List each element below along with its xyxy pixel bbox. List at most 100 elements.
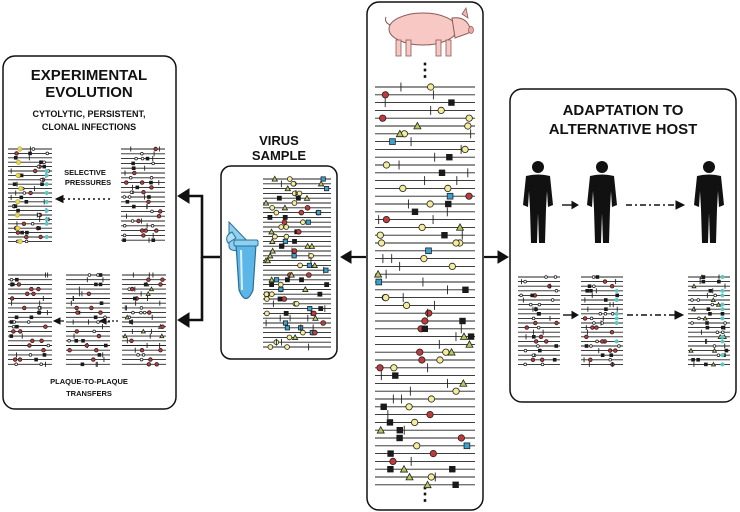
mutation-marker xyxy=(154,362,159,367)
mutation-marker xyxy=(141,233,146,238)
mutation-marker xyxy=(269,205,275,211)
mutation-marker xyxy=(306,262,313,268)
mutation-marker xyxy=(149,176,154,180)
mutation-marker xyxy=(288,271,295,278)
mutation-marker xyxy=(74,329,80,334)
plaque-transfers-line2: TRANSFERS xyxy=(66,389,112,398)
mutation-marker xyxy=(37,306,42,310)
selective-pressures-line1: SELECTIVE xyxy=(64,168,106,177)
mutation-marker xyxy=(17,357,23,362)
mutation-marker xyxy=(724,348,729,353)
mutation-marker xyxy=(720,353,725,358)
mutation-marker xyxy=(28,353,33,357)
mutation-marker xyxy=(554,320,559,326)
mutation-marker xyxy=(396,427,403,434)
mutation-marker xyxy=(150,224,155,228)
mutation-marker xyxy=(129,190,134,194)
mutation-marker xyxy=(316,210,322,216)
exp-seq-source xyxy=(121,146,165,243)
mutation-marker xyxy=(291,200,298,206)
mutation-marker xyxy=(311,261,319,268)
mutation-marker xyxy=(42,353,47,357)
mutation-marker xyxy=(413,121,422,130)
human-silhouette-icon xyxy=(587,161,617,243)
mutation-marker xyxy=(538,348,542,353)
mutation-marker xyxy=(15,324,19,329)
mutation-marker xyxy=(300,219,306,226)
mutation-marker xyxy=(96,333,102,339)
mutation-marker xyxy=(523,362,527,367)
mutation-marker xyxy=(10,282,15,287)
mutation-marker xyxy=(691,358,695,362)
mutation-marker xyxy=(160,324,165,329)
mutation-marker xyxy=(445,200,452,208)
mutation-marker xyxy=(146,362,152,367)
mutation-marker xyxy=(269,247,276,254)
human-head xyxy=(703,161,715,173)
mutation-marker xyxy=(159,333,165,339)
mutation-marker xyxy=(720,288,725,293)
mutation-marker xyxy=(720,362,725,367)
mutation-marker xyxy=(589,316,594,321)
mutation-marker xyxy=(462,286,469,293)
mutation-marker xyxy=(304,242,311,249)
mutation-marker xyxy=(720,275,725,279)
mutation-marker xyxy=(22,305,27,311)
mutation-marker xyxy=(273,277,280,283)
mutation-marker xyxy=(44,208,49,213)
mutation-marker xyxy=(720,307,725,312)
experimental-title-line2: EVOLUTION xyxy=(45,84,133,101)
exp-seq-plaque-1 xyxy=(122,272,166,367)
mutation-marker xyxy=(74,305,79,311)
selective-pressures-line2: PRESSURES xyxy=(65,178,111,187)
mutation-marker xyxy=(130,219,135,223)
mutation-marker xyxy=(452,481,459,488)
mutation-marker xyxy=(609,284,615,289)
mutation-marker xyxy=(390,364,398,372)
mutation-marker xyxy=(17,146,23,152)
mutation-marker xyxy=(37,310,42,315)
mutation-marker xyxy=(40,182,44,186)
mutation-marker xyxy=(284,185,292,192)
mutation-marker xyxy=(376,425,385,434)
mutation-marker xyxy=(12,320,16,324)
mutation-marker xyxy=(427,395,436,403)
mutation-marker xyxy=(712,344,717,348)
mutation-marker xyxy=(375,278,383,286)
mutation-marker xyxy=(281,204,289,211)
mutation-marker xyxy=(75,310,80,315)
mutation-marker xyxy=(278,286,284,292)
mutation-marker xyxy=(459,317,466,325)
mutation-marker xyxy=(25,230,29,235)
mutation-marker xyxy=(128,176,133,180)
mutation-marker xyxy=(723,321,727,325)
mutation-marker xyxy=(706,307,711,311)
mutation-marker xyxy=(36,286,41,292)
mutation-marker xyxy=(382,161,391,169)
mutation-marker xyxy=(29,286,34,292)
mutation-marker xyxy=(21,221,27,226)
mutation-marker xyxy=(146,277,151,282)
mutation-marker xyxy=(18,329,23,334)
experimental-title-line1: EXPERIMENTAL xyxy=(31,67,147,84)
mutation-marker xyxy=(442,348,450,356)
mutation-marker xyxy=(9,320,14,324)
mutation-marker xyxy=(710,297,716,303)
mutation-marker xyxy=(139,180,145,185)
mutation-marker xyxy=(540,362,545,367)
mutation-marker xyxy=(423,480,432,489)
mutation-marker xyxy=(122,333,128,339)
mutation-marker xyxy=(376,231,384,239)
mutation-marker xyxy=(276,195,282,201)
mutation-marker xyxy=(282,215,288,220)
mutation-marker xyxy=(9,296,15,301)
mutation-marker xyxy=(14,151,19,156)
plaque-transfer-arrow-2 xyxy=(52,317,64,325)
mutation-marker xyxy=(9,277,14,282)
mutation-marker xyxy=(708,312,712,316)
experimental-subtitle-line1: CYTOLYTIC, PERSISTENT, xyxy=(32,109,145,119)
mutation-marker xyxy=(382,216,391,224)
mutation-marker xyxy=(519,293,523,298)
mutation-marker xyxy=(287,176,293,182)
mutation-marker xyxy=(133,296,137,301)
